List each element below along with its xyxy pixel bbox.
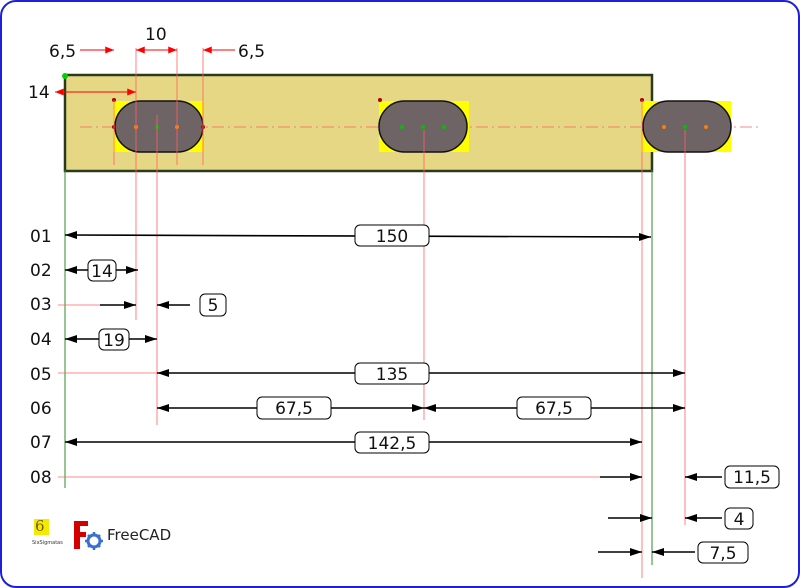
dim-04-value: 19 xyxy=(103,331,125,351)
sixsigma-text: SixSigmatas xyxy=(32,540,63,546)
row-guides xyxy=(58,304,600,478)
top-dimensions xyxy=(55,46,235,96)
row-label-07: 07 xyxy=(30,433,52,453)
dim-01-value: 150 xyxy=(376,227,408,247)
value-box: 7,5 xyxy=(697,541,749,564)
dim-05-value: 135 xyxy=(376,365,408,385)
row-label-05: 05 xyxy=(30,365,52,385)
value-box: 67,5 xyxy=(256,396,332,420)
sixsigma-logo: 6 SixSigmatas xyxy=(32,517,68,551)
slot xyxy=(114,100,204,153)
row-label-06: 06 xyxy=(30,399,52,419)
slot xyxy=(642,100,732,153)
row-label-01: 01 xyxy=(30,227,52,247)
value-box: 150 xyxy=(354,224,430,247)
dim-02-value: 14 xyxy=(91,262,113,282)
row-label-03: 03 xyxy=(30,295,52,315)
freecad-text: FreeCAD xyxy=(107,526,172,544)
row-label-08: 08 xyxy=(30,468,52,488)
value-box: 11,5 xyxy=(724,465,780,489)
reference-lines-green xyxy=(64,170,653,565)
value-box: 19 xyxy=(98,328,130,351)
dimension-arrows xyxy=(64,231,722,556)
value-box: 135 xyxy=(354,362,430,385)
value-box: 67,5 xyxy=(516,396,592,420)
dim-08-value: 11,5 xyxy=(733,468,771,488)
row-label-02: 02 xyxy=(30,261,52,281)
dim-06b-value: 67,5 xyxy=(535,399,573,419)
dim-07-value: 142,5 xyxy=(368,434,417,454)
freecad-logo-icon xyxy=(74,521,103,550)
value-box: 14 xyxy=(87,259,117,282)
value-box: 5 xyxy=(199,293,227,317)
dim-extra-a-value: 4 xyxy=(734,510,745,530)
value-box: 4 xyxy=(724,507,754,530)
dim-extra-b-value: 7,5 xyxy=(709,544,736,564)
sixsigma-mark: 6 xyxy=(35,517,45,535)
dim-height: 14 xyxy=(28,83,50,103)
value-box: 142,5 xyxy=(354,431,430,454)
row-label-04: 04 xyxy=(30,330,52,350)
logo-bar: 6 SixSigmatas FreeCAD xyxy=(32,517,172,552)
dim-top-middle: 10 xyxy=(145,25,167,45)
dim-03-value: 5 xyxy=(208,296,219,316)
dim-top-left: 6,5 xyxy=(49,42,76,62)
dim-top-right: 6,5 xyxy=(238,42,265,62)
dim-06a-value: 67,5 xyxy=(275,399,313,419)
